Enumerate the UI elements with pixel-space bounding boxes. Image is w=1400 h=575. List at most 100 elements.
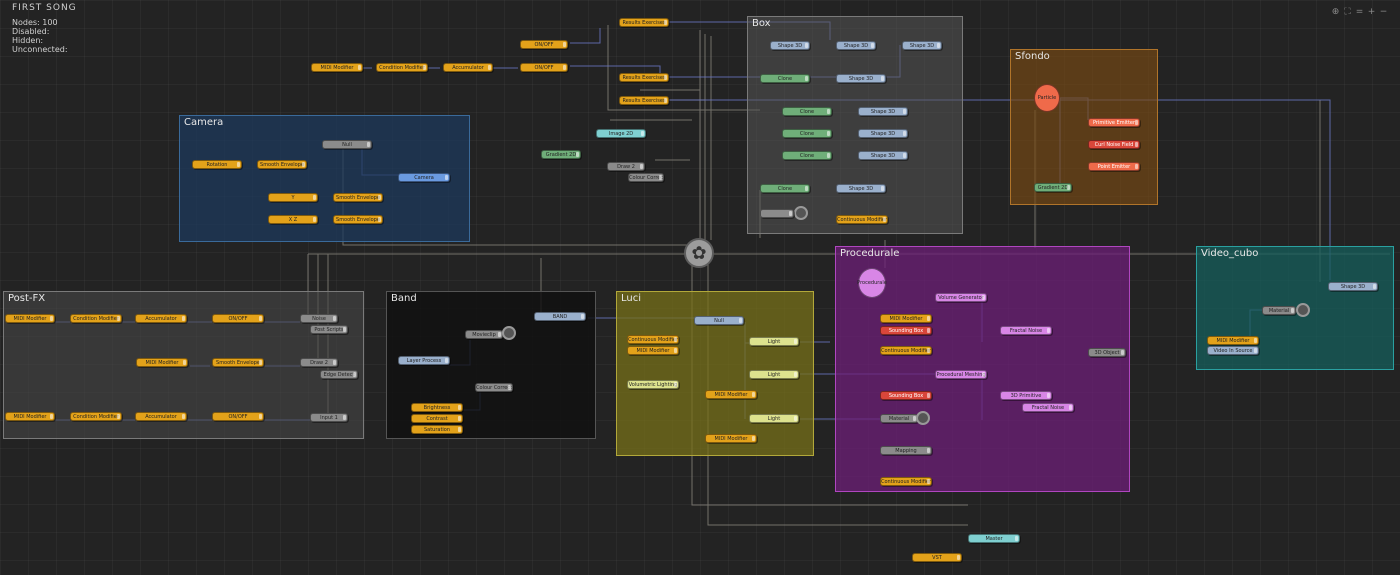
zoom-in-icon[interactable]: +	[1367, 7, 1376, 17]
continuous-modifier-node[interactable]: Continuous Modifier	[880, 346, 932, 355]
movieclip-node[interactable]: Movieclip	[465, 330, 503, 339]
primitive-emitter-node[interactable]: Primitive Emitter	[1088, 118, 1140, 127]
image-2d-node[interactable]: Image 2D	[596, 129, 646, 138]
layout-icon[interactable]: =	[1355, 7, 1364, 17]
group-sfondo[interactable]: Sfondo	[1010, 49, 1158, 205]
midi-modifier-node[interactable]: MIDI Modifier	[880, 314, 932, 323]
light-node[interactable]: Light	[749, 337, 799, 346]
shape-3d-node[interactable]: Shape 3D	[836, 41, 876, 50]
accumulator-node[interactable]: Accumulator	[443, 63, 493, 72]
video-in-source-node[interactable]: Video In Source	[1207, 346, 1259, 355]
brightness-node[interactable]: Brightness	[411, 403, 463, 412]
condition-modifier-node[interactable]: Condition Modifier	[70, 314, 122, 323]
fit-view-icon[interactable]: ⛶	[1344, 7, 1351, 17]
smooth-envelope-node[interactable]: Smooth Envelope	[212, 358, 264, 367]
smooth-envelope-node[interactable]: Smooth Envelope	[333, 193, 383, 202]
results-exercises-node[interactable]: Results Exercises	[619, 73, 669, 82]
continuous-modifier-node[interactable]: Continuous Modifier	[880, 477, 932, 486]
fractal-noise-node[interactable]: Fractal Noise	[1022, 403, 1074, 412]
y-input-node[interactable]: Y	[268, 193, 318, 202]
particle-node[interactable]: Particle	[1034, 84, 1060, 112]
rotation-node[interactable]: Rotation	[192, 160, 242, 169]
master-node[interactable]: Master	[968, 534, 1020, 543]
movieclip-knob-icon[interactable]	[502, 326, 516, 340]
shape-3d-node[interactable]: Shape 3D	[1328, 282, 1378, 291]
onoff-node[interactable]: ON/OFF	[212, 412, 264, 421]
volume-generator-node[interactable]: Volume Generator	[935, 293, 987, 302]
contrast-node[interactable]: Contrast	[411, 414, 463, 423]
zoom-out-icon[interactable]: −	[1379, 7, 1388, 17]
midi-modifier-node[interactable]: MIDI Modifier	[311, 63, 363, 72]
material-node[interactable]: Material	[1262, 306, 1296, 315]
input-node[interactable]: Input 1	[310, 413, 348, 422]
root-hub-node[interactable]: ✿	[684, 238, 714, 268]
onoff-node[interactable]: ON/OFF	[520, 63, 568, 72]
colour-correct-node[interactable]: Colour Correct	[475, 383, 513, 392]
gradient-2d-node[interactable]: Gradient 2D	[1034, 183, 1072, 192]
condition-modifier-node[interactable]: Condition Modifier	[70, 412, 122, 421]
null-node[interactable]: Null	[322, 140, 372, 149]
midi-modifier-node[interactable]: MIDI Modifier	[5, 314, 55, 323]
accumulator-node[interactable]: Accumulator	[135, 314, 187, 323]
band-node[interactable]: BAND	[534, 312, 586, 321]
clone-node[interactable]: Clone	[782, 107, 832, 116]
midi-modifier-node[interactable]: MIDI Modifier	[1207, 336, 1259, 345]
onoff-node[interactable]: ON/OFF	[520, 40, 568, 49]
shape-3d-node[interactable]: Shape 3D	[770, 41, 810, 50]
material-node[interactable]	[760, 209, 794, 218]
post-scripts-node[interactable]: Post Scripts	[310, 325, 348, 334]
shape-3d-node[interactable]: Shape 3D	[858, 151, 908, 160]
3d-object-node[interactable]: 3D Object	[1088, 348, 1126, 357]
material-knob-icon[interactable]	[1296, 303, 1310, 317]
material-node[interactable]: Material	[880, 414, 918, 423]
clone-node[interactable]: Clone	[760, 74, 810, 83]
gradient-2d-node[interactable]: Gradient 2D	[541, 150, 581, 159]
midi-modifier-node[interactable]: MIDI Modifier	[705, 390, 757, 399]
colour-correct-node[interactable]: Colour Correct	[628, 173, 664, 182]
results-exercises-node[interactable]: Results Exercises	[619, 96, 669, 105]
shape-3d-node[interactable]: Shape 3D	[858, 129, 908, 138]
volumetric-lighting-node[interactable]: Volumetric Lighting	[627, 380, 679, 389]
light-node[interactable]: Light	[749, 414, 799, 423]
point-emitter-node[interactable]: Point Emitter	[1088, 162, 1140, 171]
curl-noise-field-node[interactable]: Curl Noise Field	[1088, 140, 1140, 149]
sounding-box-node[interactable]: Sounding Box	[880, 391, 932, 400]
clone-node[interactable]: Clone	[782, 151, 832, 160]
light-node[interactable]: Light	[749, 370, 799, 379]
vst-node[interactable]: VST	[912, 553, 962, 562]
accumulator-node[interactable]: Accumulator	[135, 412, 187, 421]
noise-node[interactable]: Noise	[300, 314, 338, 323]
procedural-meshing-node[interactable]: Procedural Meshing	[935, 370, 987, 379]
midi-modifier-node[interactable]: MIDI Modifier	[136, 358, 188, 367]
midi-modifier-node[interactable]: MIDI Modifier	[627, 346, 679, 355]
center-view-icon[interactable]: ⊕	[1331, 7, 1340, 17]
clone-node[interactable]: Clone	[760, 184, 810, 193]
shape-3d-node[interactable]: Shape 3D	[858, 107, 908, 116]
clone-node[interactable]: Clone	[782, 129, 832, 138]
group-box[interactable]: Box	[747, 16, 963, 234]
sounding-box-node[interactable]: Sounding Box	[880, 326, 932, 335]
edge-detect-node[interactable]: Edge Detect	[320, 370, 358, 379]
shape-3d-node[interactable]: Shape 3D	[836, 184, 886, 193]
shape-3d-node[interactable]: Shape 3D	[902, 41, 942, 50]
draw-2-node[interactable]: Draw 2	[607, 162, 645, 171]
null-node[interactable]: Null	[694, 316, 744, 325]
smooth-envelope-node[interactable]: Smooth Envelope	[333, 215, 383, 224]
shape-3d-node[interactable]: Shape 3D	[836, 74, 886, 83]
mapping-node[interactable]: Mapping	[880, 446, 932, 455]
continuous-modifier-node[interactable]: Continuous Modifier	[627, 335, 679, 344]
continuous-modifier-node[interactable]: Continuous Modifier	[836, 215, 888, 224]
3d-primitive-node[interactable]: 3D Primitive	[1000, 391, 1052, 400]
onoff-node[interactable]: ON/OFF	[212, 314, 264, 323]
smooth-envelope-node[interactable]: Smooth Envelope	[257, 160, 307, 169]
midi-modifier-node[interactable]: MIDI Modifier	[5, 412, 55, 421]
draw-2-node[interactable]: Draw 2	[300, 358, 338, 367]
xz-input-node[interactable]: X Z	[268, 215, 318, 224]
midi-modifier-node[interactable]: MIDI Modifier	[705, 434, 757, 443]
camera-node[interactable]: Camera	[398, 173, 450, 182]
material-knob-icon[interactable]	[794, 206, 808, 220]
condition-modifier-node[interactable]: Condition Modifier	[376, 63, 428, 72]
material-knob-icon[interactable]	[916, 411, 930, 425]
layer-process-node[interactable]: Layer Process	[398, 356, 450, 365]
results-exercises-node[interactable]: Results Exercises	[619, 18, 669, 27]
